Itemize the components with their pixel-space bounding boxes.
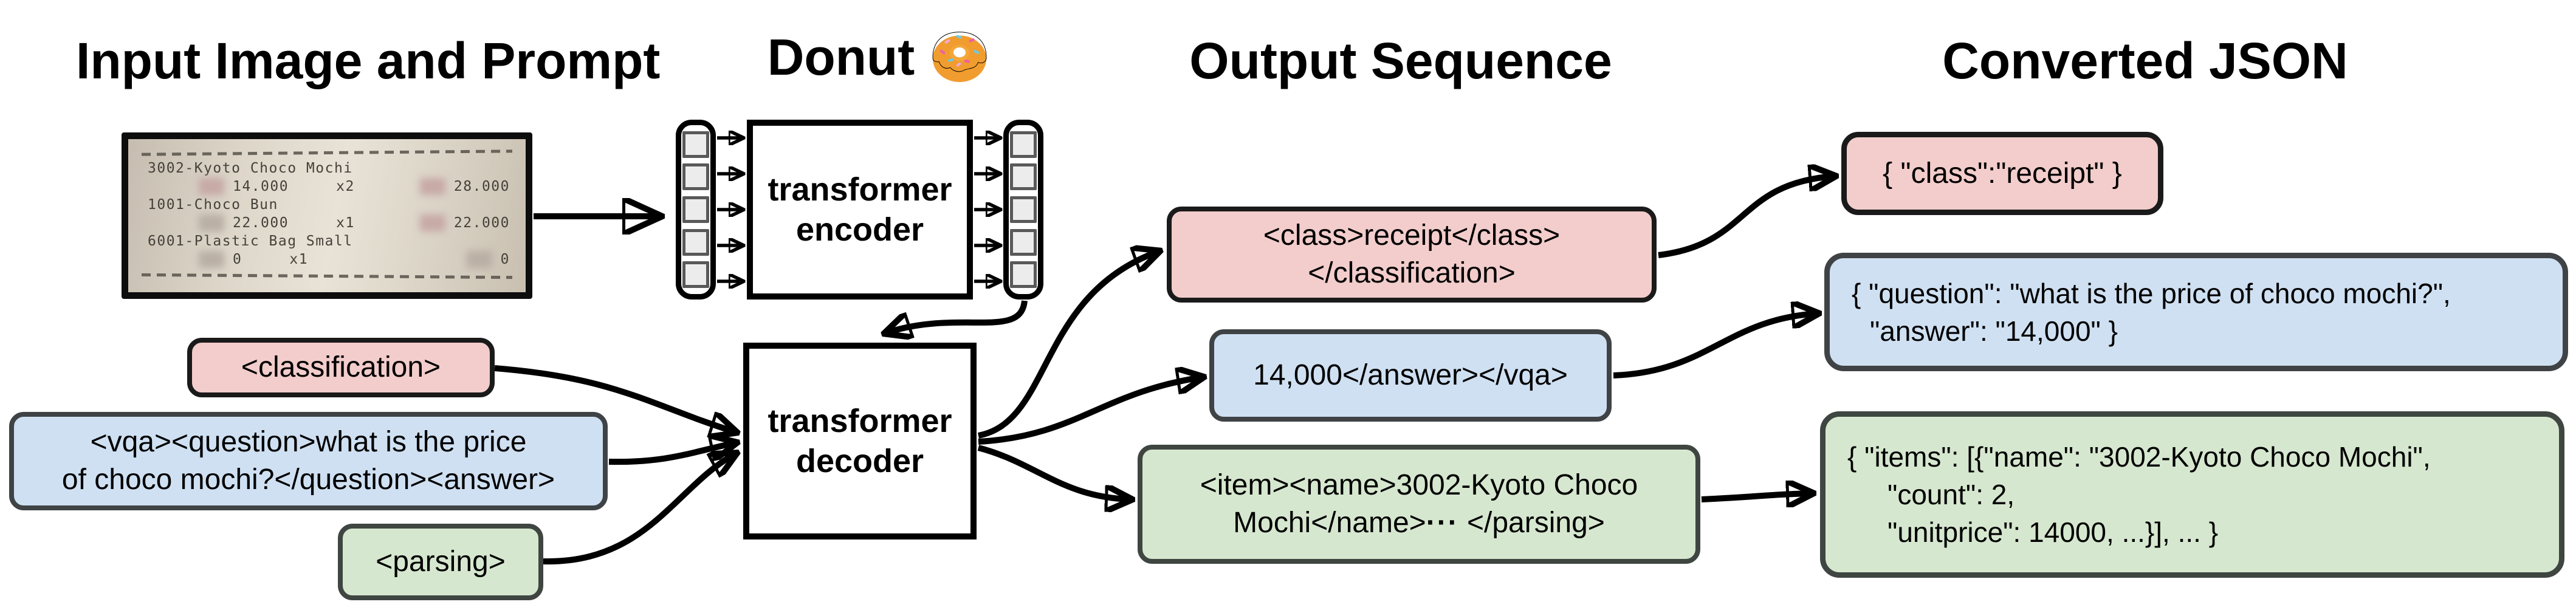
encoder-label-line1: transformer <box>768 171 952 208</box>
redaction-blur <box>419 214 445 231</box>
json-parsing-line2: "count": 2, <box>1887 479 2015 510</box>
transformer-encoder-block: transformer encoder <box>747 120 973 300</box>
output-parsing-box: <item><name>3002-Kyoto Choco Mochi</name… <box>1138 445 1700 564</box>
arrow-decoder-to-classification <box>978 252 1158 439</box>
prompt-classification-text: <classification> <box>241 351 441 383</box>
json-parsing-line3: "unitprice": 14000, ...}], ... } <box>1887 516 2219 548</box>
column-title-output: Output Sequence <box>1189 32 1612 89</box>
column-title-input: Input Image and Prompt <box>76 32 661 89</box>
arrow-decoder-to-parsing <box>977 445 1130 499</box>
receipt-line-item: 3002-Kyoto Choco Mochi <box>148 160 353 176</box>
encoded-feature-tokens <box>1003 120 1043 300</box>
prompt-parsing-box: <parsing> <box>338 524 543 600</box>
encoder-label-line2: encoder <box>795 211 924 248</box>
arrow-prompt-classification <box>494 365 735 432</box>
redaction-blur <box>466 251 492 268</box>
json-vqa-box: { "question": "what is the price of choc… <box>1824 253 2568 371</box>
prompt-vqa-line1: <vqa><question>what is the price <box>90 426 527 458</box>
redaction-blur <box>199 178 224 195</box>
patch-token <box>682 228 709 256</box>
transformer-decoder-block: transformer decoder <box>743 343 977 539</box>
receipt-divider-bottom <box>141 273 513 279</box>
decoder-label-line1: transformer <box>768 403 952 439</box>
column-title-json: Converted JSON <box>1942 32 2348 89</box>
redaction-blur <box>199 251 224 268</box>
column-title-model: Donut <box>714 28 1042 87</box>
ellipsis-dots: ··· <box>1426 507 1459 539</box>
prompt-vqa-box: <vqa><question>what is the price of choc… <box>9 412 608 510</box>
redaction-blur <box>419 178 445 195</box>
output-classification-box: <class>receipt</class> </classification> <box>1167 207 1657 303</box>
input-patch-embeddings <box>676 120 716 300</box>
arrow-decoder-to-vqa <box>978 377 1202 445</box>
receipt-line-price: 0 x1 0 <box>140 250 513 269</box>
receipt-divider-top <box>141 149 513 156</box>
arrow-encoder-to-decoder <box>886 300 1028 333</box>
json-parsing-box: { "items": [{"name": "3002-Kyoto Choco M… <box>1820 411 2564 578</box>
output-parsing-line2: Mochi</name>··· </parsing> <box>1233 507 1605 539</box>
patch-token <box>1010 261 1037 289</box>
model-title-label: Donut <box>767 29 915 86</box>
output-parsing-line1: <item><name>3002-Kyoto Choco <box>1200 469 1638 501</box>
arrow-vqa-to-json <box>1613 313 1817 378</box>
json-classification-text: { "class":"receipt" } <box>1883 157 2122 190</box>
patch-token <box>682 131 709 158</box>
arrow-classification-to-json <box>1658 176 1834 258</box>
output-classification-line1: <class>receipt</class> <box>1263 219 1561 252</box>
donut-emoji-icon <box>930 29 989 86</box>
patch-token <box>682 261 709 289</box>
output-vqa-text: 14,000</answer></vqa> <box>1253 359 1568 391</box>
output-classification-line2: </classification> <box>1308 257 1516 289</box>
json-classification-box: { "class":"receipt" } <box>1841 132 2163 215</box>
prompt-classification-box: <classification> <box>187 338 495 397</box>
json-vqa-line2: "answer": "14,000" } <box>1870 315 2118 347</box>
patch-token <box>1010 163 1037 191</box>
arrow-prompt-parsing <box>543 454 735 565</box>
patch-token <box>682 163 709 191</box>
prompt-parsing-text: <parsing> <box>376 546 506 578</box>
receipt-line-price: 14.000 x2 28.000 <box>140 177 513 196</box>
receipt-line-item: 1001-Choco Bun <box>148 197 278 213</box>
receipt-line-item: 6001-Plastic Bag Small <box>148 233 353 249</box>
json-vqa-line1: { "question": "what is the price of choc… <box>1852 277 2451 309</box>
decoder-label-line2: decoder <box>795 443 924 479</box>
arrow-prompt-vqa <box>608 443 735 465</box>
patch-token <box>1010 196 1037 223</box>
json-parsing-line1: { "items": [{"name": "3002-Kyoto Choco M… <box>1847 441 2431 473</box>
prompt-vqa-line2: of choco mochi?</question><answer> <box>61 464 555 496</box>
arrow-parsing-to-json <box>1701 493 1812 499</box>
patch-token <box>682 196 709 223</box>
patch-token <box>1010 131 1037 158</box>
input-receipt-image: 3002-Kyoto Choco Mochi 14.000 x2 28.000 … <box>122 132 532 299</box>
patch-token <box>1010 228 1037 256</box>
redaction-blur <box>199 214 224 231</box>
receipt-line-price: 22.000 x1 22.000 <box>140 214 513 232</box>
output-vqa-box: 14,000</answer></vqa> <box>1209 329 1612 422</box>
